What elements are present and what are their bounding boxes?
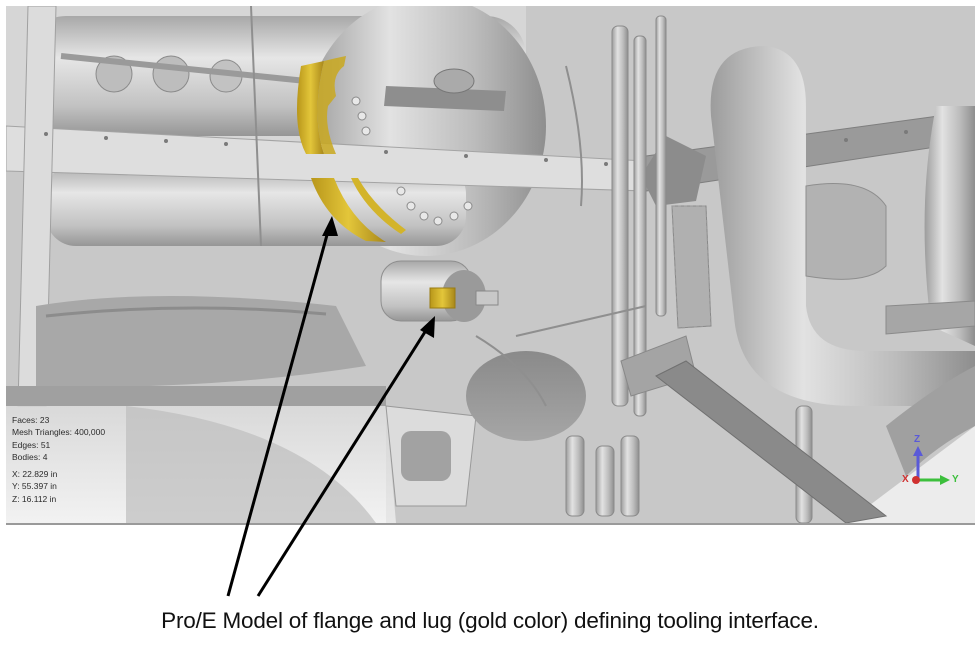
axis-triad-icon: [912, 446, 950, 485]
axis-triad: Z X Y: [902, 434, 972, 498]
engine-scan-render: [6, 6, 975, 523]
cursor-y-coordinate: Y: 55.397 in: [12, 481, 57, 492]
z-axis-label: Z: [914, 434, 921, 445]
model-viewport[interactable]: Faces: 23 Mesh Triangles: 400,000 Edges:…: [6, 6, 975, 525]
model-info-panel: Faces: 23 Mesh Triangles: 400,000 Edges:…: [12, 414, 105, 505]
gold-flange: [297, 56, 406, 242]
y-axis-label: Y: [952, 474, 959, 485]
cursor-z-coordinate: Z: 16.112 in: [12, 493, 57, 504]
cursor-x-coordinate: X: 22.829 in: [12, 469, 58, 480]
x-axis-label: X: [902, 474, 909, 485]
gold-lug: [429, 287, 456, 309]
bodies-count: Bodies: 4: [12, 451, 48, 462]
figure-caption: Pro/E Model of flange and lug (gold colo…: [161, 608, 819, 633]
faces-count: Faces: 23: [12, 415, 50, 425]
mesh-triangles-count: Mesh Triangles: 400,000: [12, 427, 106, 438]
edges-count: Edges: 51: [12, 439, 51, 450]
